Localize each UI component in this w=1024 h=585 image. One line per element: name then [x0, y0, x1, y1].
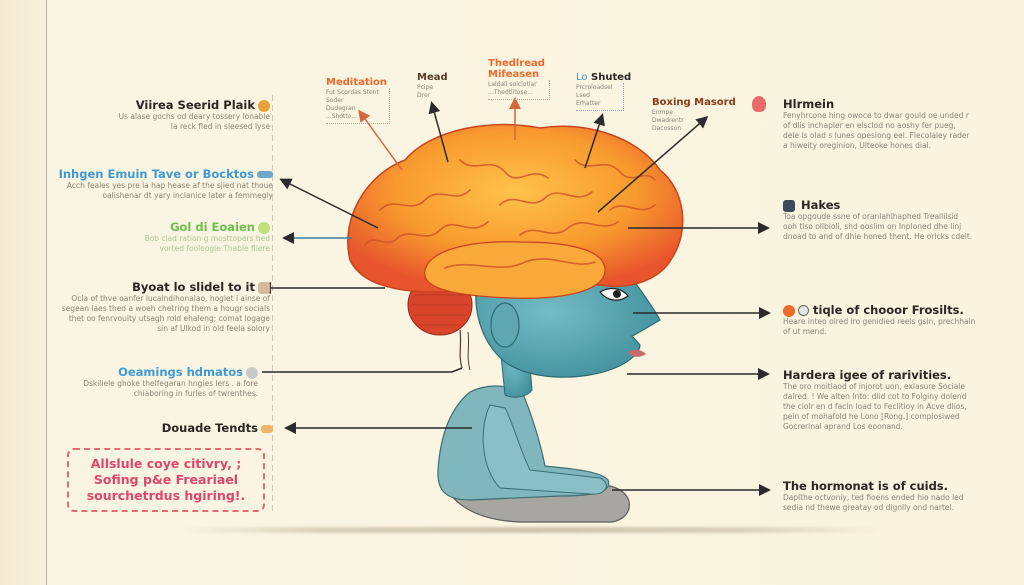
- label-desc: Daplthe octvoniy, ted fioens ended hio n…: [783, 493, 964, 512]
- label-title: Hlrmein: [783, 97, 835, 111]
- label-desc: Fut Scordas Stent Soder Dudagran ...Shot…: [326, 88, 390, 124]
- bulb-icon: [258, 221, 270, 234]
- label-title: Hardera igee of rarivities.: [783, 368, 952, 382]
- label-desc: Acch feales yes pre la hap hease af the …: [66, 181, 273, 200]
- desc-line: ...Thedtlitose...: [488, 89, 533, 96]
- desc-line: Fut Scordas Stent: [326, 89, 379, 96]
- label-title-text: Viirea Seerid Plaik: [135, 98, 255, 112]
- orange-dot-icon: [783, 304, 795, 317]
- label-title: Hakes: [783, 198, 973, 212]
- label-desc: Pcipe Drer: [417, 83, 451, 102]
- desc-line: ...Shotto...: [326, 113, 357, 120]
- dotted-guide-line: [272, 95, 273, 515]
- label-oeamings: Oeamings hdmatos Dskiliele ghoke thelfeg…: [80, 365, 258, 399]
- desc-line: Pcipe: [417, 84, 434, 91]
- label-desc: Toa opgoude ssne of oranlahlhaphed Treal…: [783, 212, 973, 241]
- person-icon: [752, 96, 766, 112]
- label-title-text: Byoat lo slidel to it: [132, 280, 255, 294]
- label-desc: Laldall solclotlar ...Thedtlitose...: [488, 80, 550, 100]
- label-thedlread: Thedlread Mifeasen Laldall solclotlar ..…: [488, 58, 550, 100]
- flower-icon: [258, 99, 270, 112]
- label-title-text: Gol di Eoaien: [170, 220, 255, 234]
- desc-line: Dacosson: [652, 125, 681, 132]
- label-title: Viirea Seerid Plaik: [110, 98, 270, 112]
- label-viirea: Viirea Seerid Plaik Us alase gochs od de…: [110, 98, 270, 132]
- label-desc: Us alase gochs od deary tossery lonable …: [118, 112, 270, 131]
- label-title: Douade Tendts: [130, 421, 273, 435]
- label-title: tiqle of chooor Frosilts.: [783, 303, 983, 317]
- label-byoat: Byoat lo slidel to it Ocla of thve oanfe…: [60, 280, 270, 334]
- desc-line: Prcroloadsel: [576, 84, 613, 91]
- label-desc: Prcroloadsel Lsed Erhatter: [576, 83, 624, 111]
- label-prefix: Lo: [576, 72, 588, 83]
- label-title: Boxing Masord: [652, 97, 736, 108]
- desc-line: Erhatter: [576, 100, 601, 107]
- label-desc: Dskiliele ghoke thelfegaran hngies lers …: [83, 379, 258, 398]
- margin-line: [46, 0, 47, 585]
- label-mead: Mead Pcipe Drer: [417, 72, 451, 102]
- floor-shadow: [180, 527, 880, 533]
- callout-note: Allslule coye citivry, ; Sofing p&e Frea…: [67, 448, 265, 512]
- label-tiqle: tiqle of chooor Frosilts. Heare inteo ol…: [783, 303, 983, 337]
- desc-line: Dwadrentr: [652, 117, 684, 124]
- label-hakes: Hakes Toa opgoude ssne of oranlahlhaphed…: [783, 198, 973, 242]
- label-hardera: Hardera igee of rarivities. The oro moit…: [783, 368, 973, 432]
- label-desc: Fenyhrcone hing owoce to dwar gould oe u…: [783, 111, 970, 150]
- label-title-text: Oeamings hdmatos: [118, 365, 243, 379]
- label-title: The hormonat is of cuids.: [783, 479, 949, 493]
- label-title-text: Douade Tendts: [161, 421, 258, 435]
- label-desc: Bob clad ration g mosttopers hed vorted …: [144, 234, 270, 253]
- label-title-text: Inhgen Emuin Tave or Bocktos: [58, 167, 254, 181]
- label-title: Inhgen Emuin Tave or Bocktos: [55, 167, 273, 181]
- label-douade-tendts: Douade Tendts: [130, 421, 273, 435]
- label-title-text: tiqle of chooor Frosilts.: [813, 303, 964, 317]
- temporal-lobe: [424, 241, 606, 299]
- label-title: Byoat lo slidel to it: [60, 280, 270, 294]
- label-gol-di-eoaien: Gol di Eoaien Bob clad ration g mosttope…: [120, 220, 270, 254]
- map-icon: [258, 281, 270, 294]
- label-hlrmein: Hlrmein Fenyhrcone hing owoce to dwar go…: [783, 97, 973, 151]
- label-title-text: Shuted: [591, 72, 632, 83]
- label-title: Oeamings hdmatos: [80, 365, 258, 379]
- label-title: Thedlread Mifeasen: [488, 58, 545, 80]
- label-desc: Enmpe Dwadrentr Dacosson: [652, 108, 742, 135]
- label-title: Mead: [417, 72, 448, 83]
- label-title: Meditation: [326, 77, 388, 88]
- desc-line: Enmpe: [652, 109, 673, 116]
- label-inhgen: Inhgen Emuin Tave or Bocktos Acch feales…: [55, 167, 273, 201]
- label-title: Lo Shuted: [576, 72, 631, 83]
- label-desc: The oro moitlaod of injorot uon, exlasur…: [783, 382, 967, 431]
- label-title: Gol di Eoaien: [120, 220, 270, 234]
- label-boxing-masord: Boxing Masord Enmpe Dwadrentr Dacosson: [652, 97, 742, 135]
- ear: [490, 302, 520, 348]
- label-desc: Ocla of thve oanfer lucalndihonalao, hog…: [61, 294, 270, 333]
- label-meditation: Meditation Fut Scordas Stent Soder Dudag…: [326, 77, 390, 124]
- label-shuted: Lo Shuted Prcroloadsel Lsed Erhatter: [576, 72, 631, 111]
- desc-line: Dudagran: [326, 105, 356, 112]
- cloud-icon: [257, 171, 273, 178]
- label-title-text: Hakes: [801, 198, 841, 212]
- desc-line: Drer: [417, 92, 431, 99]
- ticket-icon: [261, 424, 273, 433]
- boot-icon: [783, 199, 795, 212]
- desc-line: Laldall solclotlar: [488, 81, 537, 88]
- desc-line: Soder: [326, 97, 344, 104]
- label-desc: Heare inteo olred iro genidied reels gsi…: [783, 317, 976, 336]
- label-hormonat: The hormonat is of cuids. Daplthe octvon…: [783, 479, 973, 513]
- desc-line: Lsed: [576, 92, 590, 99]
- clock-icon: [798, 305, 809, 316]
- bag-icon: [246, 366, 258, 379]
